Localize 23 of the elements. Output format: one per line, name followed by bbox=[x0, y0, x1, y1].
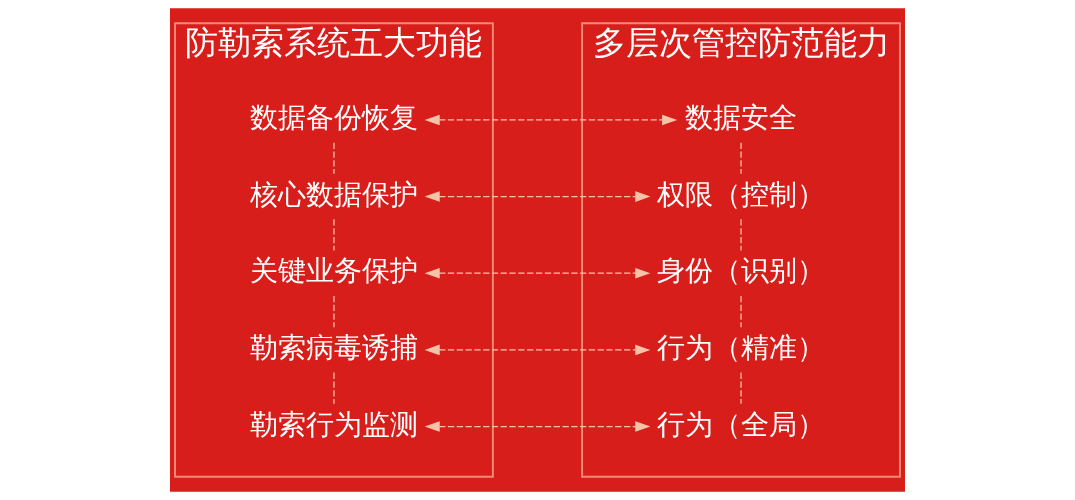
arrow bbox=[424, 344, 651, 356]
connector bbox=[333, 142, 335, 175]
node-text: 核心数据保护 bbox=[249, 177, 418, 211]
connector bbox=[740, 372, 742, 405]
arrow bbox=[424, 191, 651, 202]
node-text: 勒索行为监测 bbox=[249, 407, 418, 441]
connector bbox=[740, 295, 742, 328]
node-text: 权限（控制） bbox=[657, 177, 826, 211]
arrow bbox=[424, 114, 678, 126]
connector bbox=[740, 218, 742, 252]
arrow bbox=[424, 421, 651, 432]
arrow bbox=[424, 267, 651, 279]
connector bbox=[740, 142, 742, 175]
node-text: 行为（全局） bbox=[657, 407, 826, 441]
connector bbox=[333, 372, 335, 405]
node-text: 数据安全 bbox=[685, 101, 798, 134]
connector bbox=[333, 295, 335, 328]
node-text: 身份（识别） bbox=[657, 254, 826, 288]
connector bbox=[333, 218, 335, 252]
node-text: 数据备份恢复 bbox=[249, 101, 418, 134]
node-text: 行为（精准） bbox=[657, 330, 826, 364]
node-text: 关键业务保护 bbox=[249, 254, 418, 288]
node-text: 勒索病毒诱捕 bbox=[249, 330, 418, 364]
